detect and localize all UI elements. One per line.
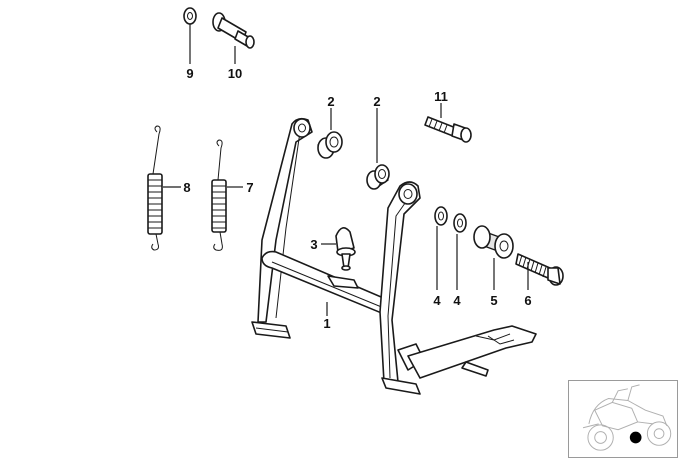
part-8-spring[interactable]: [147, 125, 163, 251]
callout-5[interactable]: 5: [490, 293, 497, 308]
part-6-threaded-bolt[interactable]: [515, 253, 564, 286]
callout-1[interactable]: 1: [323, 316, 330, 331]
part-2-bushing-upper[interactable]: [317, 131, 343, 159]
callout-4-b[interactable]: 4: [453, 293, 461, 308]
motorcycle-location-icon: [582, 384, 672, 451]
leader-lines: [163, 24, 529, 316]
part-5-spacer-bushing[interactable]: [473, 225, 514, 259]
motorcycle-location-thumbnail[interactable]: [568, 380, 678, 458]
part-3-rubber-buffer[interactable]: [335, 227, 356, 271]
callout-8[interactable]: 8: [183, 180, 190, 195]
part-4-washer-b[interactable]: [453, 213, 467, 233]
callout-3[interactable]: 3: [310, 237, 317, 252]
part-10-pin[interactable]: [212, 12, 255, 49]
callout-9[interactable]: 9: [186, 66, 193, 81]
callout-10[interactable]: 10: [228, 66, 242, 81]
part-11-bolt[interactable]: [424, 116, 472, 143]
part-2-bushing-lower[interactable]: [366, 164, 390, 190]
part-7-spring[interactable]: [211, 139, 227, 251]
callout-11[interactable]: 11: [434, 89, 448, 104]
callout-4-a[interactable]: 4: [433, 293, 441, 308]
callout-7[interactable]: 7: [246, 180, 253, 195]
callout-6[interactable]: 6: [524, 293, 531, 308]
callout-2-lower[interactable]: 2: [373, 94, 380, 109]
location-dot-icon: [629, 431, 642, 444]
callout-2-upper[interactable]: 2: [327, 94, 334, 109]
callout-labels: 9 10 2 2 11 8 7 3 1 4 4 5 6: [183, 66, 531, 331]
part-1-center-stand[interactable]: [251, 117, 537, 395]
part-9-washer[interactable]: [183, 7, 197, 25]
part-4-washer-a[interactable]: [434, 206, 448, 226]
